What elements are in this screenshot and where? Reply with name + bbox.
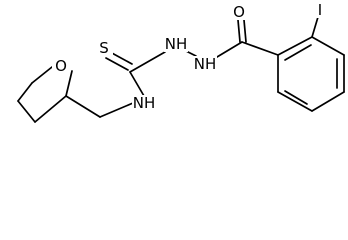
iodine-label: I (318, 1, 322, 19)
hydrazide-nh-right-label: NH (194, 55, 217, 73)
bond-benzene-1 (277, 36, 313, 56)
carbonyl-oxygen-label: O (233, 3, 245, 21)
chemical-structure-diagram: I O S NH NH NH O (17, 1, 345, 123)
bond-cs-double-1 (105, 57, 129, 71)
bond-ring-c4-c3 (17, 100, 36, 123)
bond-benzene-inner-3 (284, 90, 308, 105)
bond-co-ring (241, 41, 279, 56)
bond-cs-nh (129, 51, 166, 73)
bond-benzene-4 (311, 91, 345, 112)
bond-benzene-5 (277, 91, 313, 112)
bond-c2-ch2 (65, 95, 101, 118)
bond-ring-o-c5 (31, 66, 53, 84)
hydrazide-nh-left-label: NH (165, 35, 188, 53)
bond-cs-double-2 (109, 51, 133, 65)
amine-nh-label: NH (133, 94, 156, 112)
bond-ring-c3-c2 (34, 95, 67, 123)
bond-co-double-2 (243, 19, 247, 43)
ring-oxygen-label: O (55, 57, 67, 75)
bond-benzene-2 (311, 36, 345, 56)
bond-ring-iodine (311, 16, 319, 38)
bond-co-double-1 (237, 19, 241, 43)
bond-benzene-inner-1 (284, 44, 312, 61)
bond-ch2-nh (99, 102, 134, 118)
atom-label-layer: I O S NH NH NH O (52, 1, 328, 112)
thione-sulfur-label: S (99, 39, 109, 57)
bond-nh-cs (129, 71, 145, 97)
bond-ring-c5-c4 (17, 82, 33, 102)
bond-ring-o-c2 (65, 70, 73, 97)
